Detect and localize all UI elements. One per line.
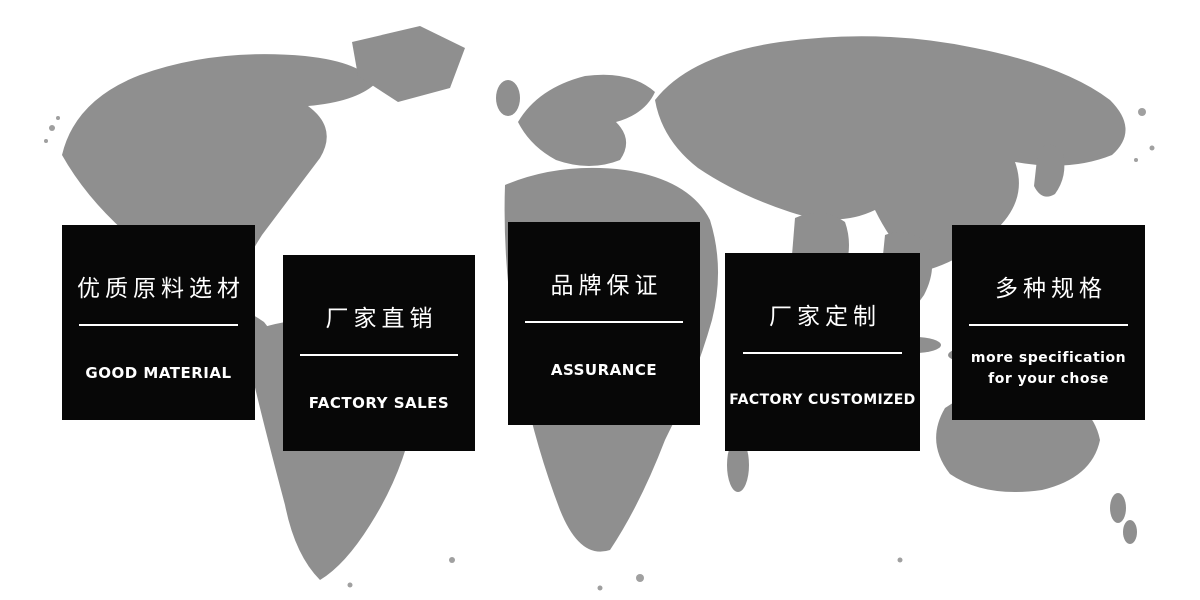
feature-subtitle-en: more specification for your chose: [970, 350, 1127, 387]
feature-title-cn: 优质原料选材: [77, 276, 245, 302]
feature-title-cn: 厂家直销: [325, 306, 438, 332]
japan: [1034, 144, 1065, 197]
new-zealand: [1110, 493, 1126, 523]
feature-card-factory-customized: 厂家定制 FACTORY CUSTOMIZED: [725, 253, 920, 451]
feature-title-cn: 品牌保证: [550, 273, 663, 299]
greenland: [352, 26, 465, 102]
feature-card-factory-sales: 厂家直销 FACTORY SALES: [283, 255, 475, 451]
feature-subtitle-en: ASSURANCE: [550, 361, 658, 379]
feature-card-more-specification: 多种规格 more specification for your chose: [952, 225, 1145, 420]
continent-north-america: [62, 54, 375, 325]
british-isles: [496, 80, 520, 116]
divider-line: [79, 324, 238, 326]
new-zealand: [1123, 520, 1137, 544]
divider-line: [300, 354, 458, 356]
feature-subtitle-en: FACTORY SALES: [308, 394, 450, 412]
feature-title-cn: 多种规格: [995, 276, 1107, 302]
feature-subtitle-en: GOOD MATERIAL: [85, 364, 232, 382]
feature-card-assurance: 品牌保证 ASSURANCE: [508, 222, 700, 425]
feature-subtitle-en: FACTORY CUSTOMIZED: [729, 392, 916, 408]
feature-card-good-material: 优质原料选材 GOOD MATERIAL: [62, 225, 255, 420]
divider-line: [742, 352, 903, 354]
divider-line: [969, 324, 1128, 326]
continent-europe: [518, 74, 655, 166]
divider-line: [525, 321, 683, 323]
continent-asia: [655, 36, 1126, 273]
feature-title-cn: 厂家定制: [769, 304, 881, 330]
madagascar: [727, 438, 749, 492]
